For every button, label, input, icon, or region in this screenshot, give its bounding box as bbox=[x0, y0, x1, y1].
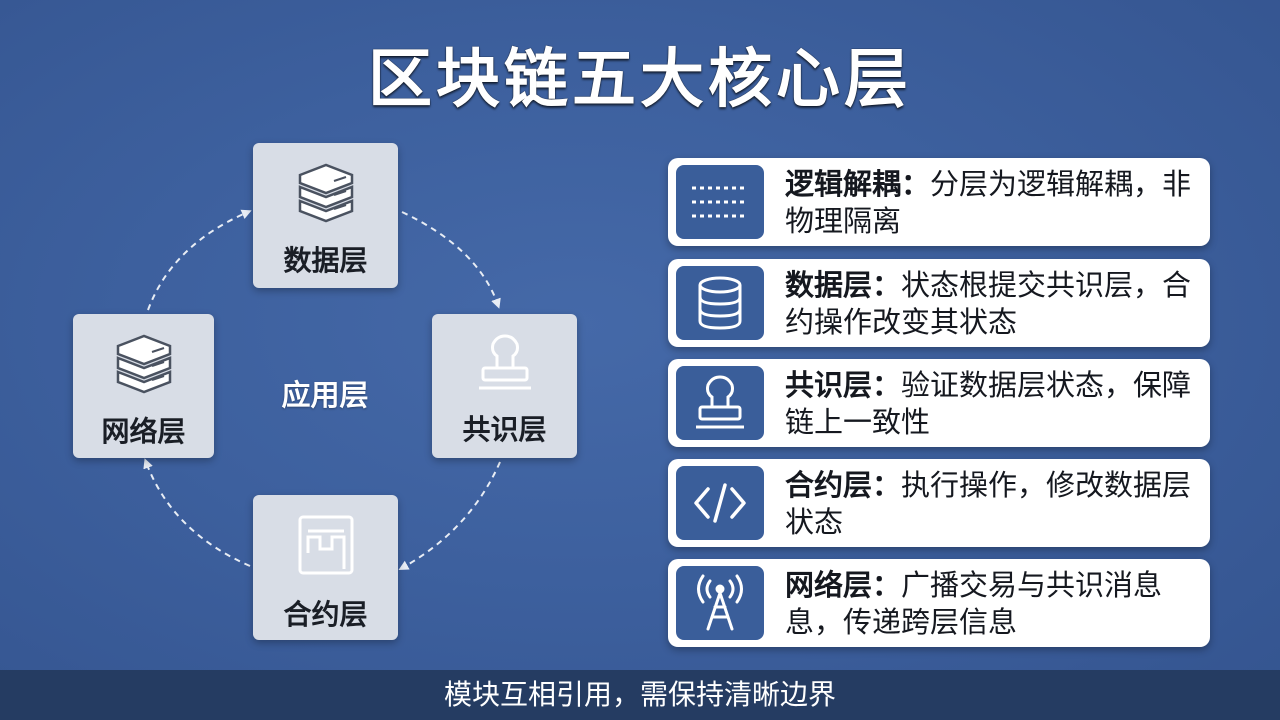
card-description: 验证数据层状态，保障链上一致性 bbox=[785, 368, 1192, 439]
node-label: 合约层 bbox=[283, 598, 368, 631]
card-title: 数据层： bbox=[785, 268, 902, 302]
server-stack-icon bbox=[116, 334, 171, 394]
info-card: 合约层：执行操作，修改数据层状态 bbox=[668, 459, 1210, 547]
node-label: 网络层 bbox=[101, 415, 186, 448]
node-data-layer: 数据层 bbox=[253, 143, 398, 288]
card-icon-box bbox=[676, 366, 764, 440]
info-card: 逻辑解耦：分层为逻辑解耦，非物理隔离 bbox=[668, 158, 1210, 246]
antenna-tower-icon bbox=[697, 574, 743, 631]
card-text: 网络层：广播交易与共识消息息，传递跨层信息 bbox=[785, 567, 1197, 641]
card-icon-box bbox=[676, 466, 764, 540]
node-contract-layer: 合约层 bbox=[253, 495, 398, 640]
info-card: 共识层：验证数据层状态，保障链上一致性 bbox=[668, 359, 1210, 447]
subtitle-bar: 模块互相引用，需保持清晰边界 bbox=[0, 670, 1280, 720]
card-text: 逻辑解耦：分层为逻辑解耦，非物理隔离 bbox=[785, 166, 1197, 240]
document-icon bbox=[298, 515, 353, 575]
node-label: 共识层 bbox=[462, 413, 547, 446]
card-description: 广播交易与共识消息息，传递跨层信息 bbox=[785, 568, 1163, 639]
arrow-network-to-data bbox=[147, 209, 252, 311]
card-title: 网络层： bbox=[785, 568, 902, 602]
card-text: 共识层：验证数据层状态，保障链上一致性 bbox=[785, 367, 1197, 441]
info-card: 网络层：广播交易与共识消息息，传递跨层信息 bbox=[668, 559, 1210, 647]
card-text: 数据层：状态根提交共识层，合约操作改变其状态 bbox=[785, 267, 1197, 341]
cycle-arrows bbox=[143, 209, 501, 570]
subtitle-text: 模块互相引用，需保持清晰边界 bbox=[443, 678, 836, 711]
arrow-contract-to-network bbox=[143, 458, 251, 567]
card-icon-box bbox=[676, 566, 764, 640]
card-description: 状态根提交共识层，合约操作改变其状态 bbox=[785, 268, 1192, 339]
code-brackets-icon bbox=[694, 483, 746, 523]
card-icon-box bbox=[676, 165, 764, 239]
card-title: 共识层： bbox=[785, 368, 902, 402]
node-consensus-layer: 共识层 bbox=[432, 314, 577, 458]
arrow-data-to-consensus bbox=[401, 211, 501, 309]
page-title: 区块链五大核心层 bbox=[368, 43, 912, 117]
info-card: 数据层：状态根提交共识层，合约操作改变其状态 bbox=[668, 259, 1210, 347]
node-label: 数据层 bbox=[283, 244, 368, 277]
card-text: 合约层：执行操作，修改数据层状态 bbox=[785, 467, 1197, 541]
card-description: 分层为逻辑解耦，非物理隔离 bbox=[785, 167, 1192, 238]
server-stack-icon bbox=[298, 163, 353, 223]
center-label: 应用层 bbox=[281, 378, 369, 412]
stamp-icon bbox=[696, 375, 744, 429]
database-icon bbox=[698, 276, 742, 330]
arrow-consensus-to-contract bbox=[398, 461, 501, 570]
card-title: 逻辑解耦： bbox=[785, 167, 931, 201]
card-icon-box bbox=[676, 266, 764, 340]
card-title: 合约层： bbox=[785, 468, 902, 502]
node-network-layer: 网络层 bbox=[73, 314, 214, 458]
dotted-lines-icon bbox=[692, 186, 748, 218]
stamp-icon bbox=[478, 334, 531, 390]
card-description: 执行操作，修改数据层状态 bbox=[785, 468, 1192, 539]
